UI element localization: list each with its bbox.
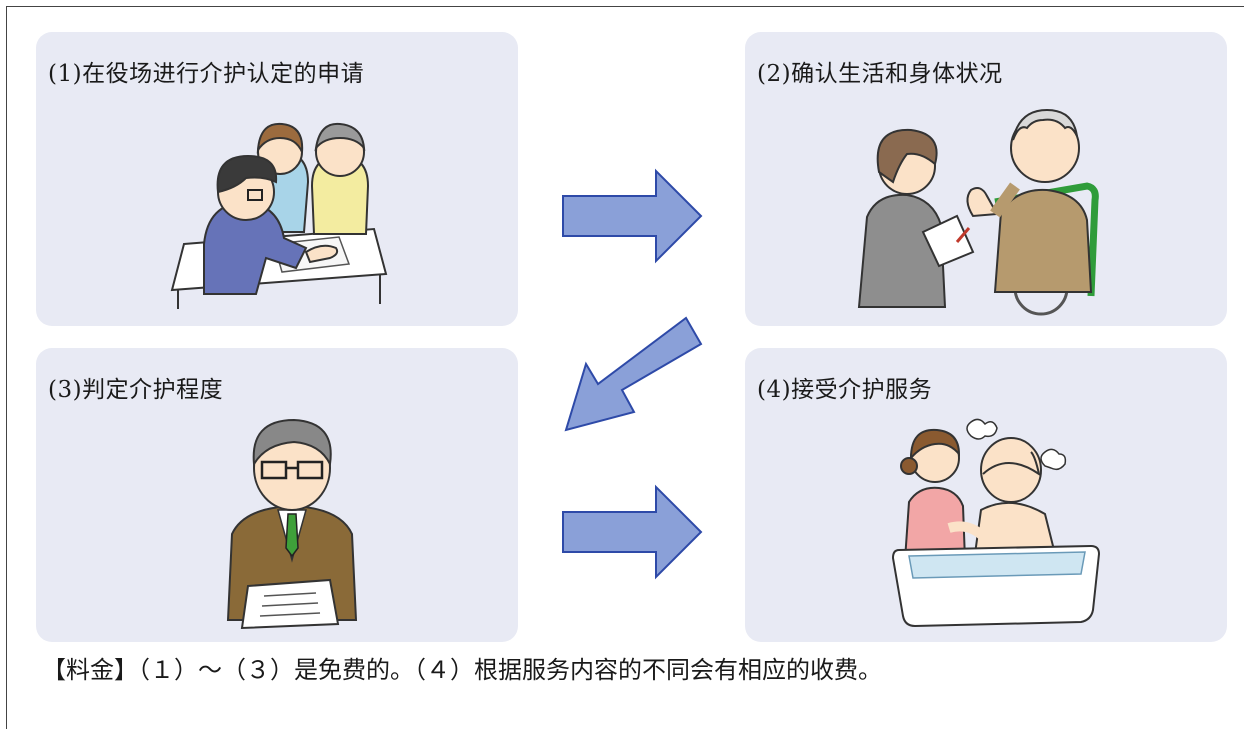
step-title-1: (1)在役场进行介护认定的申请 (48, 61, 365, 87)
fee-note: 【料金】（１）～（３）是免费的。（４）根据服务内容的不同会有相应的收费。 (42, 656, 882, 684)
step-title-2: (2)确认生活和身体状况 (757, 61, 1003, 87)
bathing-care-illustration (891, 418, 1101, 628)
page-frame (6, 6, 1244, 729)
step-panel-2: (2)确认生活和身体状况 (745, 32, 1227, 326)
step-panel-1: (1)在役场进行介护认定的申请 (36, 32, 518, 326)
home-visit-interview-illustration (857, 108, 1099, 316)
office-consultation-illustration (170, 122, 388, 309)
arrow-down-left-icon (564, 316, 703, 432)
step-panel-3: (3)判定介护程度 (36, 348, 518, 642)
official-with-document-illustration (226, 418, 358, 630)
step-title-4: (4)接受介护服务 (757, 377, 933, 403)
step-panel-4: (4)接受介护服务 (745, 348, 1227, 642)
step-title-3: (3)判定介护程度 (48, 377, 224, 403)
arrow-right-icon (562, 168, 703, 264)
arrow-right-icon (562, 484, 703, 580)
